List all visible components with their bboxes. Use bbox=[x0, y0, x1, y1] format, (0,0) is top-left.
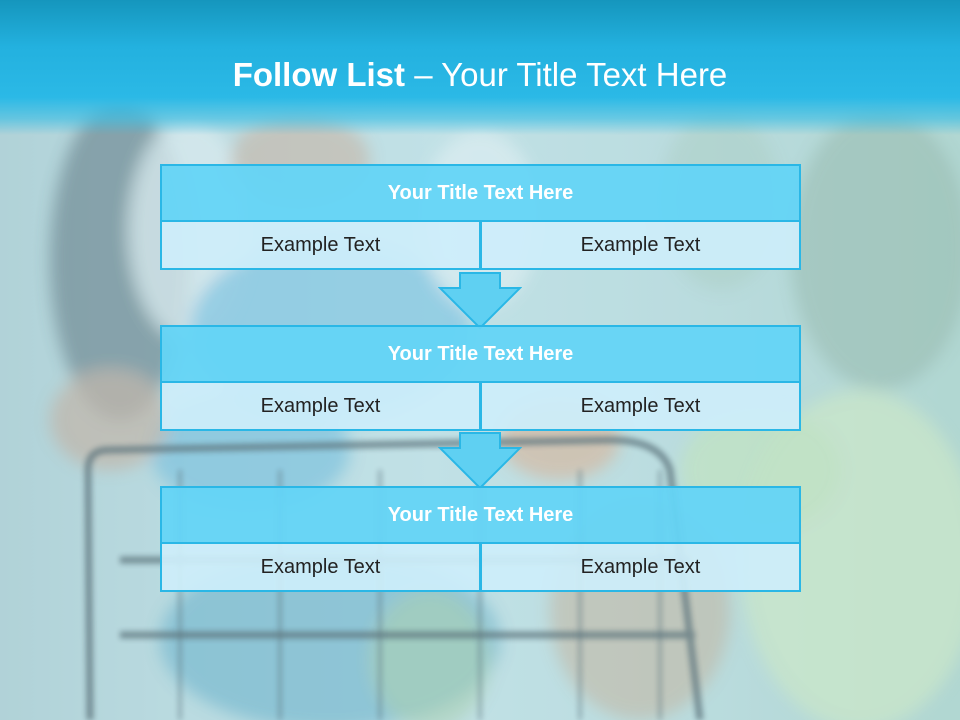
block-title: Your Title Text Here bbox=[160, 325, 801, 383]
block-title: Your Title Text Here bbox=[160, 164, 801, 222]
title-band bbox=[0, 0, 960, 135]
block-cell-left: Example Text bbox=[160, 220, 481, 270]
down-arrow-icon bbox=[438, 272, 522, 330]
block-cell-left: Example Text bbox=[160, 542, 481, 592]
block-title: Your Title Text Here bbox=[160, 486, 801, 544]
block-cell-right: Example Text bbox=[480, 220, 801, 270]
block-cell-left: Example Text bbox=[160, 381, 481, 431]
slide-title-bold: Follow List bbox=[232, 56, 406, 93]
block-cell-right: Example Text bbox=[480, 381, 801, 431]
down-arrow-icon bbox=[438, 432, 522, 490]
block-cell-right: Example Text bbox=[480, 542, 801, 592]
slide-title-rest: – Your Title Text Here bbox=[405, 56, 728, 93]
slide-title: Follow List – Your Title Text Here bbox=[0, 56, 960, 94]
